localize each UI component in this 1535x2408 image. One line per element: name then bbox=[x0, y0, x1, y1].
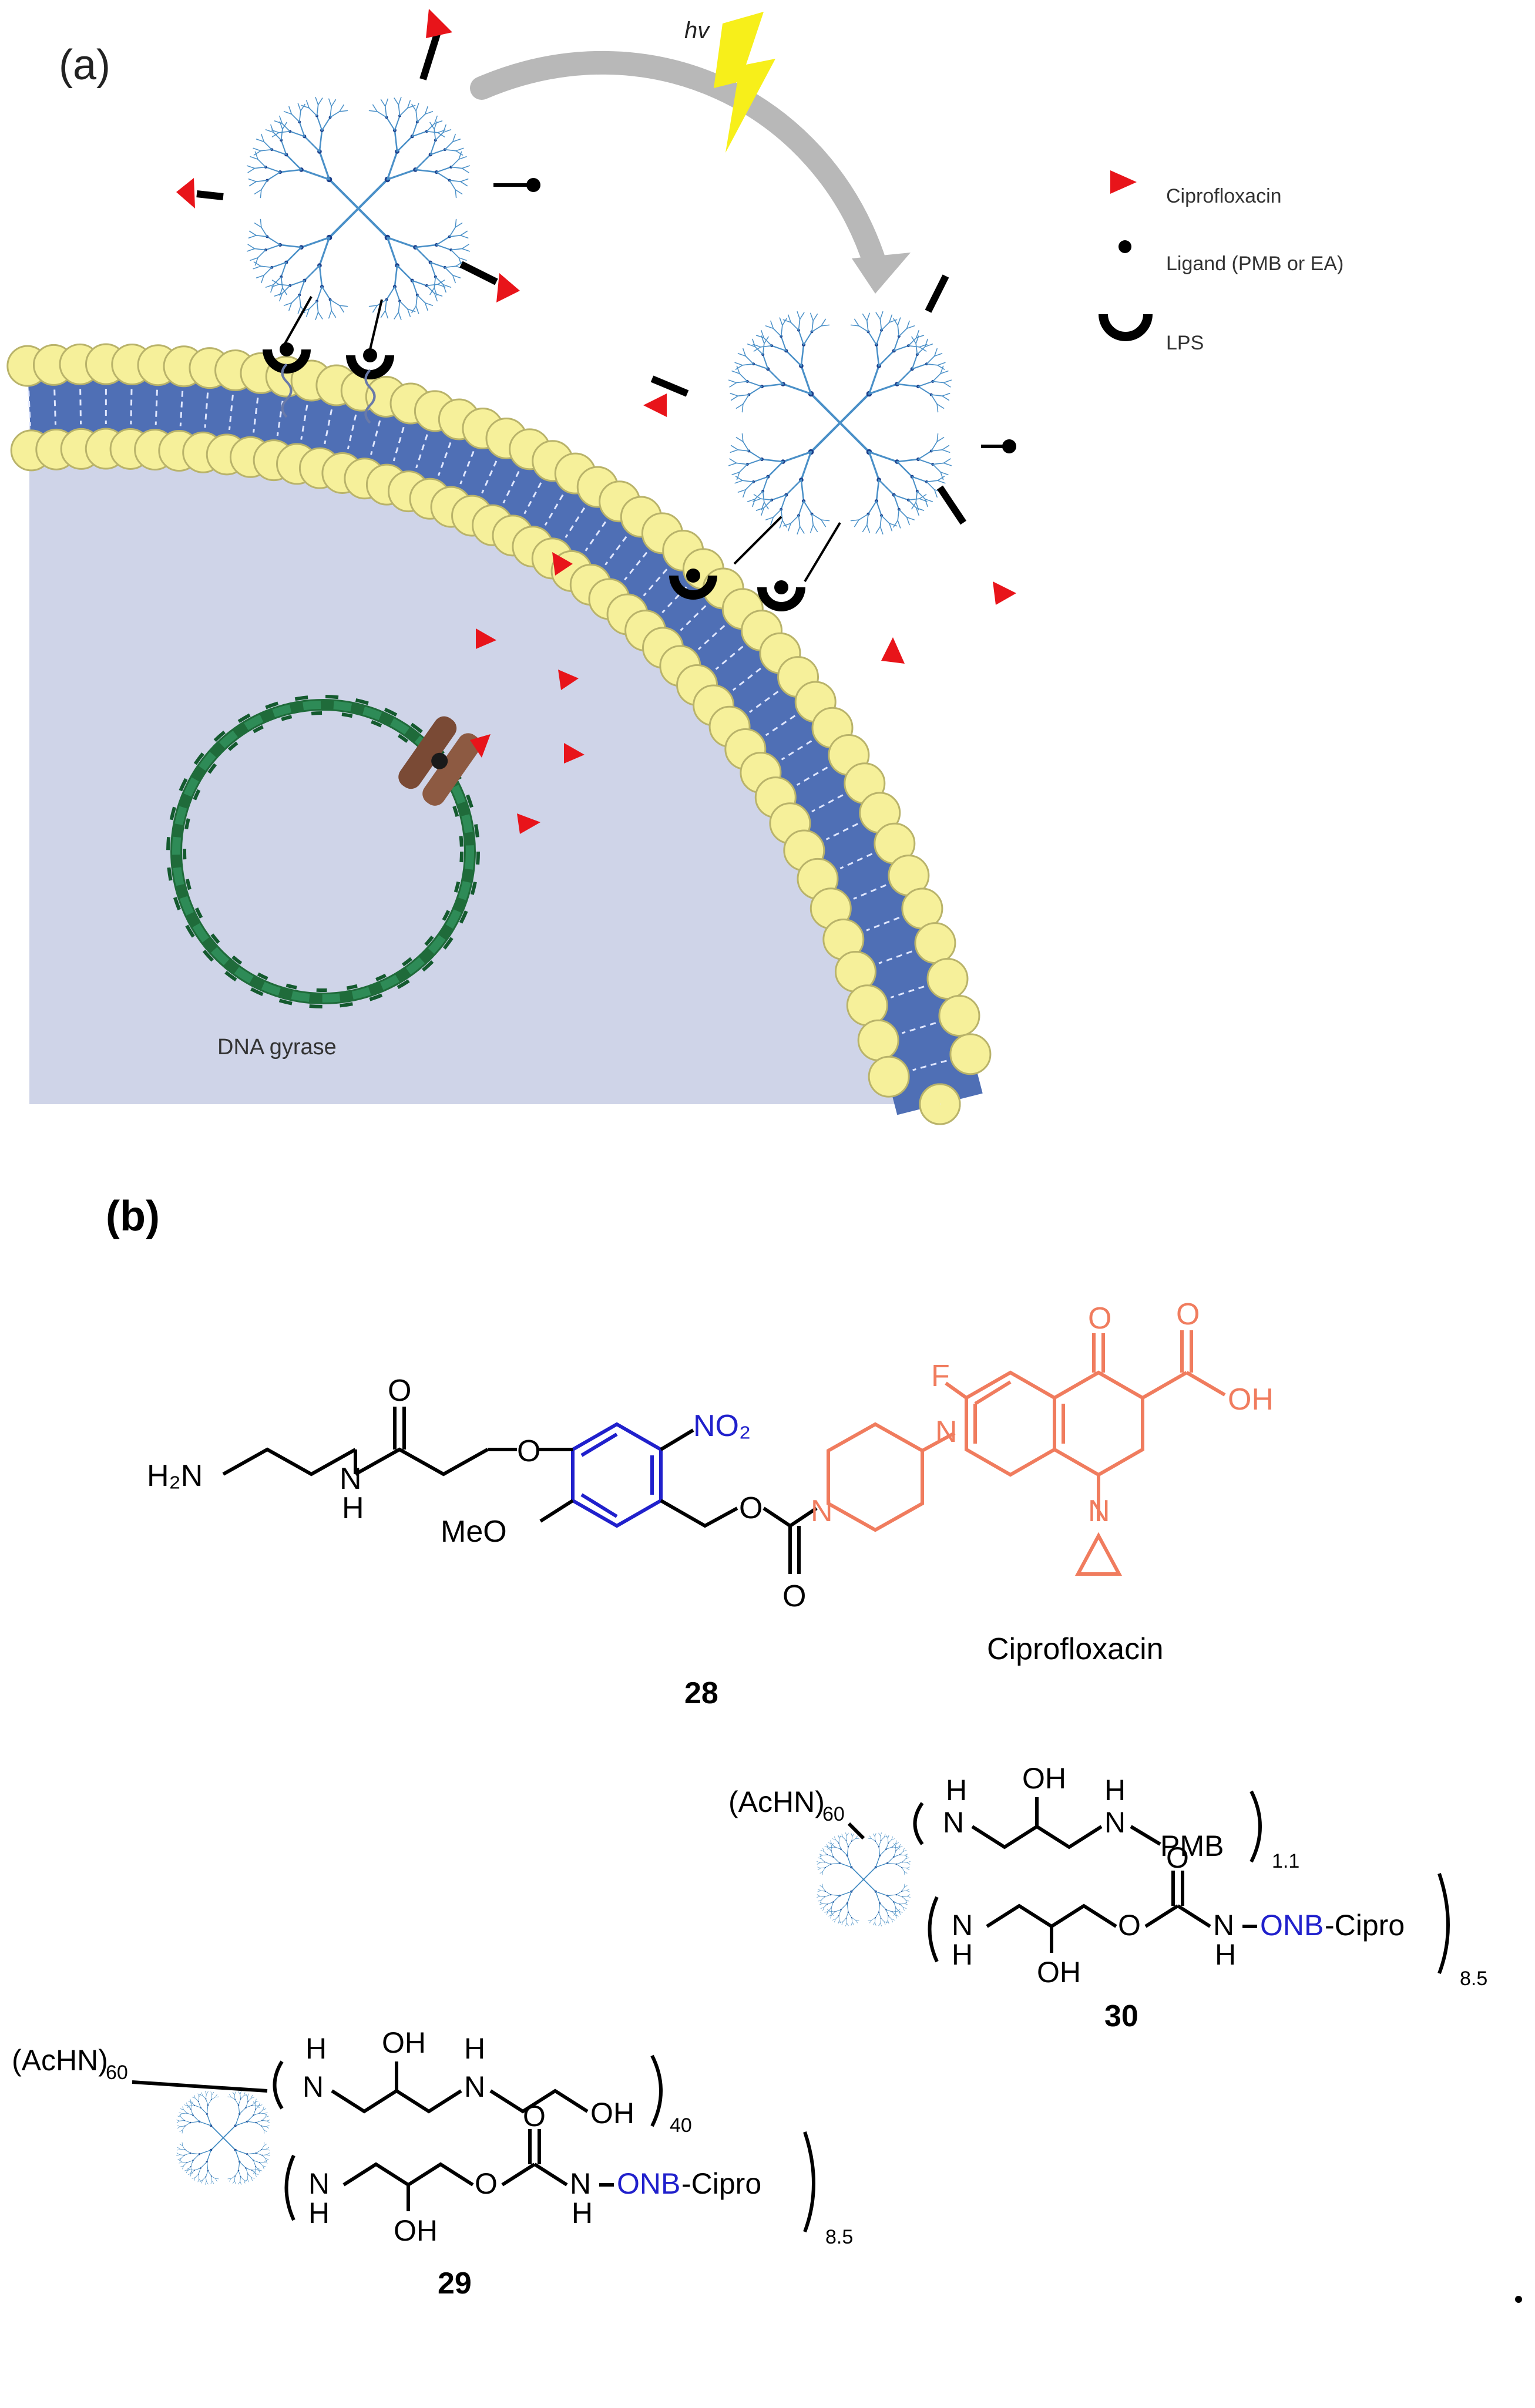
legend-ciprofloxacin: Ciprofloxacin bbox=[1166, 185, 1282, 207]
c28-h2n: H₂N bbox=[147, 1459, 203, 1493]
released-ciprofloxacin bbox=[470, 394, 1016, 834]
svg-text:OH: OH bbox=[394, 2214, 438, 2247]
lipid-heads-outer bbox=[6, 343, 992, 1125]
svg-text:N: N bbox=[1213, 1909, 1234, 1942]
c28-ciprofloxacin-caption: Ciprofloxacin bbox=[987, 1632, 1164, 1666]
svg-text:OH: OH bbox=[590, 2097, 634, 2130]
hv-label: hv bbox=[684, 18, 710, 43]
c28-nh-n: N bbox=[340, 1462, 362, 1496]
black-dot-icon bbox=[1118, 240, 1131, 253]
legend: Ciprofloxacin Ligand (PMB or EA) LPS bbox=[1099, 170, 1343, 354]
svg-text:O: O bbox=[523, 2100, 546, 2133]
svg-text:H: H bbox=[1104, 1774, 1126, 1807]
gyrase-enzyme-icon bbox=[398, 716, 481, 806]
c28-o-keto: O bbox=[1088, 1301, 1111, 1336]
svg-text:40: 40 bbox=[670, 2114, 692, 2137]
ciprofloxacin-triangle bbox=[176, 178, 195, 208]
c28-n-quinolone: N bbox=[1088, 1494, 1110, 1528]
end-dot bbox=[1515, 2296, 1522, 2303]
compound-28: H₂N N H O O MeO NO₂ O O N N F O O OH N C… bbox=[147, 1297, 1274, 1710]
compound-30: (AcHN) 60 H N OH H bbox=[728, 1762, 1487, 2033]
c30-achn: (AcHN) bbox=[728, 1785, 825, 1818]
svg-text:8.5: 8.5 bbox=[825, 2226, 853, 2248]
light-bolt-icon bbox=[714, 12, 775, 153]
svg-text:ONB: ONB bbox=[617, 2167, 680, 2200]
svg-text:OH: OH bbox=[1022, 1762, 1066, 1795]
svg-text:N: N bbox=[952, 1909, 973, 1942]
svg-text:N: N bbox=[1104, 1806, 1126, 1839]
svg-text:H: H bbox=[952, 1938, 973, 1971]
dendrimer-icon bbox=[246, 96, 471, 321]
compound-29: (AcHN) 60 H N OH H bbox=[12, 2026, 853, 2301]
c28-n-piperazine-1: N bbox=[811, 1494, 833, 1528]
panel-b-label: (b) bbox=[106, 1193, 160, 1240]
svg-text:-Cipro: -Cipro bbox=[681, 2167, 761, 2200]
lps-receptors-left bbox=[263, 342, 394, 424]
svg-text:H: H bbox=[1215, 1938, 1236, 1971]
svg-text:H: H bbox=[946, 1774, 967, 1807]
panel-a: (a) DNA gyrase bbox=[6, 9, 1343, 1125]
legend-lps: LPS bbox=[1166, 332, 1204, 354]
panel-b: (b) bbox=[12, 1193, 1522, 2303]
dendrimer-right bbox=[650, 274, 1016, 583]
compound-30-number: 30 bbox=[1104, 1999, 1138, 2033]
c28-fluorine: F bbox=[931, 1359, 950, 1393]
c28-nh-h: H bbox=[342, 1491, 364, 1525]
c28-o-ester: O bbox=[739, 1491, 763, 1525]
lps-receptors-right bbox=[669, 569, 805, 611]
c29-achn: (AcHN) bbox=[12, 2044, 108, 2077]
ciprofloxacin-triangle bbox=[496, 273, 520, 302]
svg-text:OH: OH bbox=[382, 2026, 426, 2059]
lipid-heads-inner bbox=[10, 428, 961, 1125]
ciprofloxacin-triangle bbox=[426, 9, 452, 38]
dendrimer-icon bbox=[176, 2091, 270, 2185]
lipid-tails bbox=[28, 389, 947, 1071]
dendrimer-icon bbox=[817, 1832, 911, 1926]
c28-meo: MeO bbox=[441, 1515, 507, 1549]
svg-text:H: H bbox=[308, 2197, 330, 2229]
membrane-bilayer bbox=[27, 362, 983, 1115]
svg-text:PMB: PMB bbox=[1160, 1829, 1224, 1862]
svg-text:O: O bbox=[1118, 1909, 1141, 1942]
red-triangle-icon bbox=[1110, 170, 1137, 194]
svg-text:1.1: 1.1 bbox=[1272, 1850, 1299, 1872]
svg-text:OH: OH bbox=[1037, 1956, 1081, 1989]
dendrimer-top bbox=[176, 9, 540, 350]
panel-a-label: (a) bbox=[59, 42, 110, 89]
c28-oh: OH bbox=[1228, 1383, 1274, 1417]
svg-text:-Cipro: -Cipro bbox=[1325, 1909, 1405, 1942]
svg-text:8.5: 8.5 bbox=[1460, 1968, 1487, 1990]
transition-arrow bbox=[470, 51, 887, 276]
compound-29-number: 29 bbox=[438, 2266, 472, 2301]
svg-text:N: N bbox=[464, 2070, 485, 2103]
svg-text:N: N bbox=[570, 2167, 591, 2200]
c30-achn-sub: 60 bbox=[822, 1803, 845, 1825]
dna-gyrase-label: DNA gyrase bbox=[217, 1035, 337, 1060]
svg-text:N: N bbox=[303, 2070, 324, 2103]
c29-achn-sub: 60 bbox=[106, 2061, 128, 2084]
dendrimer-icon bbox=[728, 311, 952, 535]
svg-text:H: H bbox=[572, 2197, 593, 2229]
svg-text:N: N bbox=[943, 1806, 964, 1839]
transition-arrow-head bbox=[852, 253, 911, 294]
svg-text:O: O bbox=[475, 2167, 498, 2200]
c28-no2: NO₂ bbox=[693, 1409, 751, 1443]
cell bbox=[6, 343, 992, 1125]
dna-plasmid: DNA gyrase bbox=[166, 695, 481, 1060]
svg-text:N: N bbox=[308, 2167, 330, 2200]
svg-text:H: H bbox=[305, 2032, 327, 2065]
lps-arc-icon bbox=[1099, 314, 1153, 341]
svg-text:ONB: ONB bbox=[1260, 1909, 1324, 1942]
svg-text:H: H bbox=[464, 2032, 485, 2065]
c28-o-acid: O bbox=[1176, 1297, 1200, 1331]
svg-text:O: O bbox=[1166, 1841, 1189, 1874]
c28-o-carbonyl: O bbox=[782, 1579, 806, 1613]
c28-o-amide: O bbox=[388, 1374, 411, 1408]
compound-28-number: 28 bbox=[684, 1676, 718, 1710]
c28-o-ether: O bbox=[517, 1434, 540, 1468]
legend-ligand: Ligand (PMB or EA) bbox=[1166, 253, 1343, 275]
c28-n-piperazine-2: N bbox=[935, 1415, 958, 1449]
